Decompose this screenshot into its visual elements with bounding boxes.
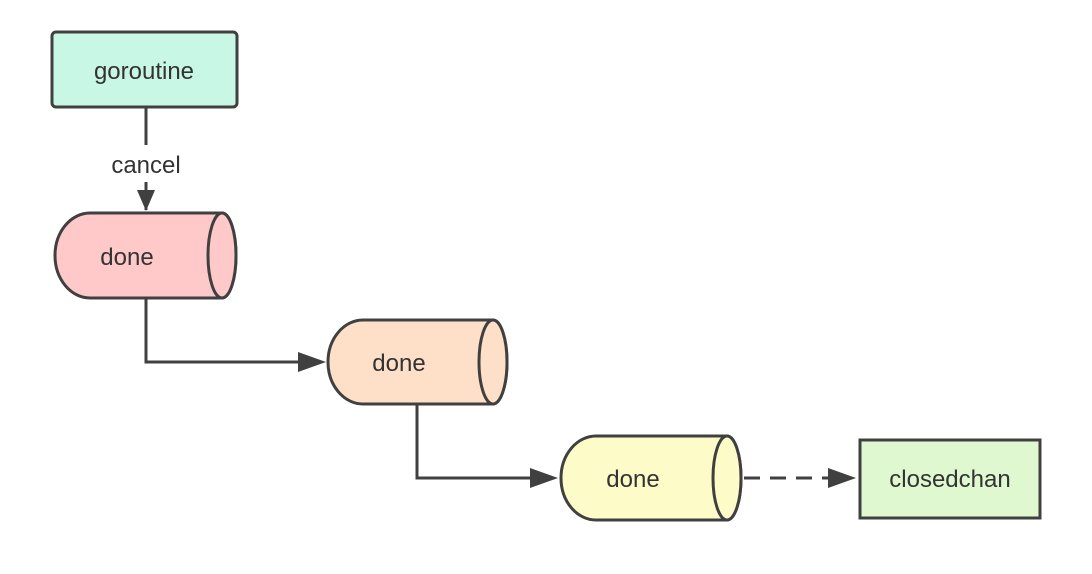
edge-done2-to-done3-arrowhead: [530, 468, 558, 488]
node-closedchan: closedchan: [858, 438, 1042, 520]
edge-done3-to-closedchan: [744, 468, 856, 488]
edge-done2-to-done3: [415, 404, 558, 488]
node-goroutine-label: goroutine: [94, 58, 194, 85]
edge-cancel-label: cancel: [111, 152, 180, 179]
edge-done1-to-done2-arrowhead: [298, 352, 326, 372]
node-done-3: done: [559, 434, 743, 522]
node-goroutine-box: [50, 30, 239, 109]
node-closedchan-label: closedchan: [889, 466, 1010, 493]
node-done-2-cap: [477, 318, 509, 406]
node-done-3-cap: [711, 434, 743, 522]
node-done-3-label: done: [606, 466, 659, 493]
node-done-2: done: [326, 318, 509, 406]
edge-done1-to-done2-line: [144, 298, 305, 364]
edge-done3-to-closedchan-arrowhead: [828, 468, 856, 488]
node-done-1-cap: [206, 211, 238, 300]
node-done-1: done: [53, 211, 238, 300]
edge-cancel: cancel: [111, 108, 181, 211]
edge-cancel-arrowhead: [137, 190, 155, 211]
node-done-1-label: done: [100, 244, 153, 271]
edge-done2-to-done3-line: [415, 404, 537, 480]
node-done-2-label: done: [372, 350, 425, 377]
node-closedchan-box: [858, 438, 1042, 520]
node-goroutine: goroutine: [50, 30, 239, 109]
edge-done1-to-done2: [144, 298, 326, 372]
